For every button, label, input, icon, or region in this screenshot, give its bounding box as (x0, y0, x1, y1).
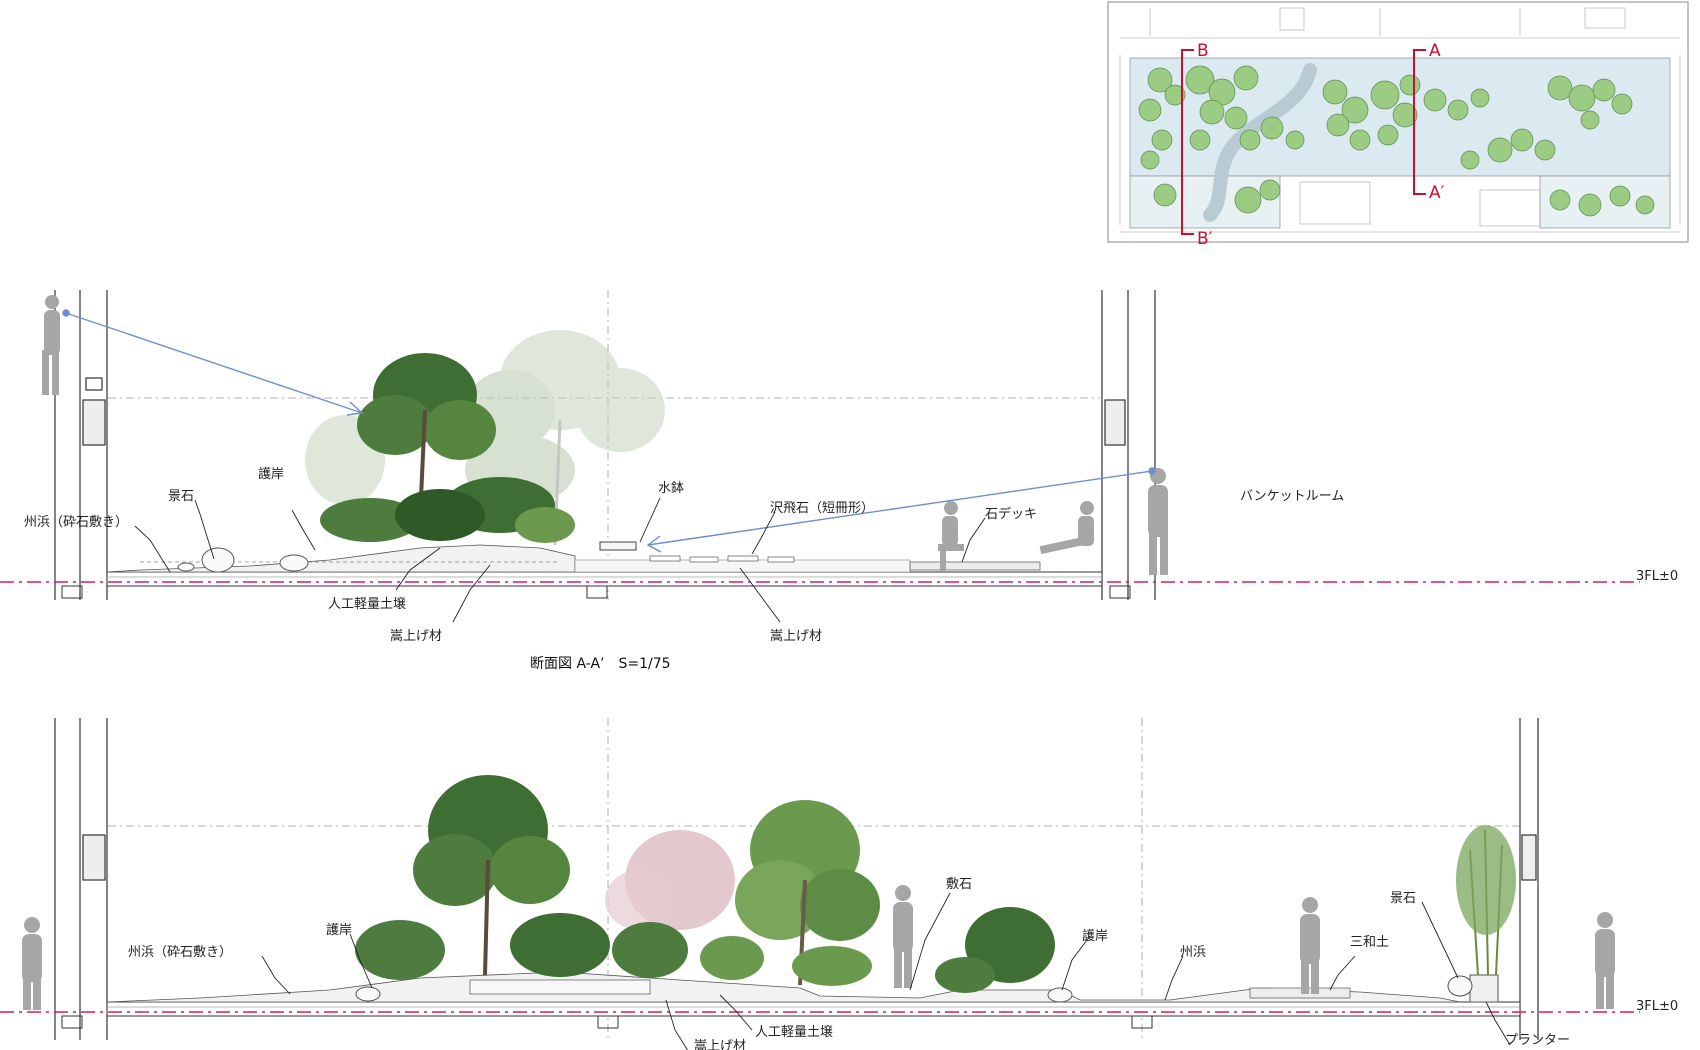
section-a-ground (106, 541, 1041, 573)
label-kasaage-2: 嵩上げ材 (770, 629, 822, 644)
section-b-trees (355, 775, 1516, 993)
label-keiseki: 景石 (168, 489, 194, 504)
person-right-1 (1300, 897, 1320, 994)
section-a-slab (61, 571, 1131, 599)
section-a-people (42, 295, 1168, 575)
label-banquet-room: バンケットルーム (1240, 489, 1344, 504)
label-suhama: 州浜（砕石敷き） (24, 515, 128, 530)
section-a-sightlines (62, 309, 1156, 553)
person-left (22, 917, 42, 1010)
plan-stream (1203, 63, 1317, 222)
section-a-leaders (134, 497, 986, 623)
section-a-right-wall (1101, 290, 1156, 600)
section-a-trees (305, 330, 665, 546)
person-center (893, 885, 913, 988)
person-standing-left (42, 295, 60, 395)
label-gogan-left: 護岸 (326, 922, 352, 938)
person-seated-1 (938, 501, 964, 571)
section-b-people (22, 885, 1615, 1010)
section-a-title: 断面図 A-A’ S=1/75 (530, 656, 671, 672)
section-a-drawing: 3FL±0 (0, 290, 1678, 672)
plan-tree-clusters (1138, 65, 1655, 217)
section-b-ground (106, 971, 1499, 1003)
section-cut-a: A A′ (1413, 41, 1445, 203)
label-sawatobi: 沢飛石（短冊形） (770, 501, 874, 516)
section-b-left-wall (54, 718, 108, 1040)
section-cut-b: B B′ (1181, 41, 1213, 249)
label-kasaage-1: 嵩上げ材 (390, 629, 442, 644)
section-b-drawing: 3FL±0 (0, 718, 1678, 1050)
section-b-floor-level: 3FL±0 (1636, 999, 1678, 1014)
label-keiseki-b: 景石 (1390, 891, 1416, 906)
label-jinko-dojo-b: 人工軽量土壌 (755, 1025, 833, 1040)
label-mizubachi: 水鉢 (658, 481, 684, 496)
label-sanwado: 三和土 (1350, 935, 1389, 950)
key-plan: B B′ A A′ (1107, 1, 1689, 249)
person-seated-2 (1039, 501, 1094, 555)
label-suhama-small: 州浜 (1180, 945, 1206, 960)
person-standing-right (1148, 468, 1168, 575)
svg-text:B: B (1197, 41, 1209, 61)
section-b-right-wall (1519, 718, 1539, 1040)
section-a-floor-level: 3FL±0 (1636, 569, 1678, 584)
svg-text:B′: B′ (1197, 229, 1213, 249)
svg-text:A′: A′ (1429, 183, 1445, 203)
label-gogan: 護岸 (258, 466, 284, 482)
plan-linework (1119, 7, 1681, 233)
section-b-leaders (261, 892, 1511, 1050)
label-planter: プランター (1505, 1033, 1570, 1048)
label-gogan-right: 護岸 (1082, 928, 1108, 944)
label-suhama-b: 州浜（砕石敷き） (128, 945, 232, 960)
label-ishi-deck: 石デッキ (985, 506, 1037, 522)
label-jinko-dojo: 人工軽量土壌 (328, 597, 406, 612)
label-shikiishi: 敷石 (946, 877, 972, 892)
svg-text:A: A (1429, 41, 1441, 61)
section-a-left-wall (54, 290, 108, 600)
label-kasaage-b: 嵩上げ材 (694, 1039, 746, 1050)
person-right-2 (1595, 912, 1615, 1009)
